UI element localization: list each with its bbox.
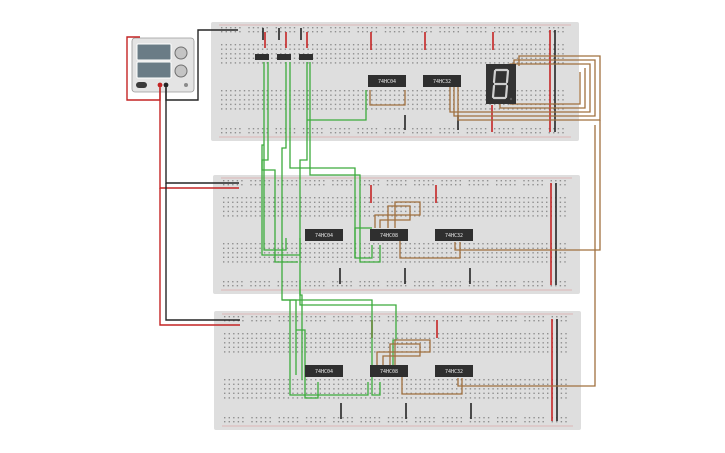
chip-body	[370, 365, 408, 377]
chip-74hc32-bottom[interactable]: 74HC32	[435, 365, 473, 377]
chip-body	[368, 75, 406, 87]
brown-wire	[369, 90, 406, 106]
chip-label: 74HC08	[380, 369, 398, 375]
chip-74hc04-bottom[interactable]: 74HC04	[305, 365, 343, 377]
voltage-display	[136, 43, 172, 61]
chip-label: 74HC32	[445, 233, 463, 239]
chip-body	[435, 229, 473, 241]
chips: 74HC04 74HC32 74HC04 74HC08 74HC32 74HC0…	[305, 75, 473, 377]
green-wires	[261, 62, 397, 399]
green-wire	[307, 90, 367, 121]
chip-74hc04-middle[interactable]: 74HC04	[305, 229, 343, 241]
segment-dp	[509, 97, 513, 101]
green-wire	[296, 329, 319, 399]
segment-c	[504, 84, 509, 99]
chip-body	[305, 365, 343, 377]
current-display	[136, 61, 172, 79]
green-wire	[289, 300, 369, 396]
power-wire-black	[165, 183, 240, 321]
chip-label: 74HC32	[433, 79, 451, 85]
power-wire-red	[159, 188, 240, 326]
breadboard-middle-holes	[221, 177, 572, 291]
brown-wire	[454, 120, 601, 251]
green-wire	[282, 299, 381, 396]
green-wire	[309, 62, 381, 263]
chip-74hc32-middle[interactable]: 74HC32	[435, 229, 473, 241]
chip-74hc04-top[interactable]: 74HC04	[368, 75, 406, 87]
chip-74hc32-top[interactable]: 74HC32	[423, 75, 461, 87]
brown-wire	[399, 240, 461, 259]
green-wire	[354, 227, 372, 258]
chip-body	[435, 365, 473, 377]
chip-body	[423, 75, 461, 87]
power-wires	[126, 29, 240, 326]
chip-label: 74HC08	[380, 233, 398, 239]
green-wire	[299, 62, 308, 380]
green-wire	[289, 62, 373, 259]
chip-74hc08-middle[interactable]: 74HC08	[370, 229, 408, 241]
chip-body	[370, 229, 408, 241]
chip-label: 74HC04	[315, 233, 333, 239]
switch-a[interactable]	[255, 54, 269, 60]
green-wire	[261, 144, 298, 263]
brown-wire	[457, 125, 596, 387]
voltage-knob[interactable]	[174, 46, 188, 60]
brown-wire	[453, 59, 596, 117]
terminal-ground[interactable]	[184, 83, 188, 87]
power-supply[interactable]	[131, 37, 195, 93]
switch-b[interactable]	[277, 54, 291, 60]
chip-body	[305, 229, 343, 241]
brown-wire	[401, 377, 463, 395]
power-switch[interactable]	[136, 82, 147, 88]
chip-label: 74HC04	[315, 369, 333, 375]
chip-74hc08-bottom[interactable]: 74HC08	[370, 365, 408, 377]
chip-label: 74HC04	[378, 79, 396, 85]
chip-label: 74HC32	[445, 369, 463, 375]
switches	[255, 54, 313, 60]
seven-segment-display[interactable]	[486, 64, 516, 104]
brown-wires	[369, 55, 601, 395]
current-knob[interactable]	[174, 64, 188, 78]
switch-c[interactable]	[299, 54, 313, 60]
brown-wire	[382, 343, 421, 365]
segment-e	[491, 84, 496, 99]
segment-b	[505, 69, 510, 84]
segment-f	[492, 69, 497, 84]
brown-wire	[379, 205, 411, 228]
green-wire	[281, 62, 297, 375]
seven-segment-digit	[491, 68, 510, 100]
